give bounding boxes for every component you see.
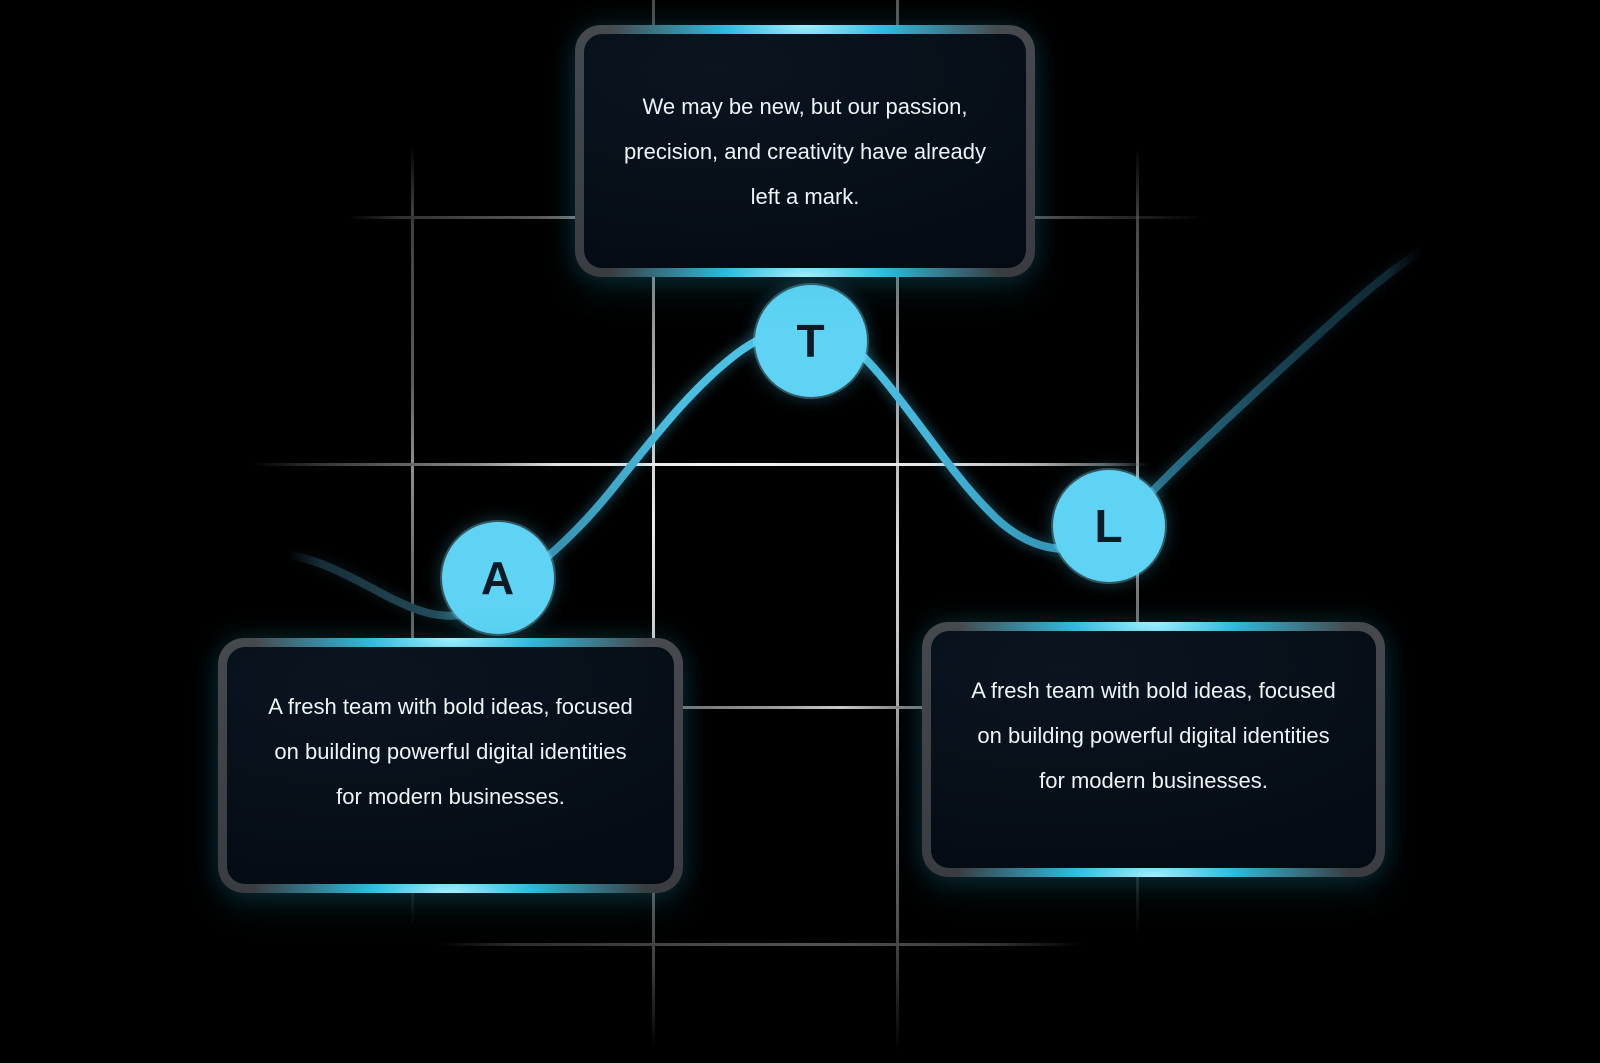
card-bottom-left: A fresh team with bold ideas, focused on… xyxy=(218,638,683,893)
card-text-line: A fresh team with bold ideas, focused xyxy=(971,678,1336,703)
card-text-line: A fresh team with bold ideas, focused xyxy=(268,694,633,719)
grid-line-horizontal-2 xyxy=(252,463,1150,466)
card-text-line: on building powerful digital identities xyxy=(977,723,1330,748)
card-bottom-right: A fresh team with bold ideas, focused on… xyxy=(922,622,1385,877)
grid-line-horizontal-3 xyxy=(636,706,966,709)
milestone-letter: L xyxy=(1094,500,1124,552)
card-bottom-right-body: A fresh team with bold ideas, focused on… xyxy=(931,631,1376,868)
card-text-line: precision, and creativity have already xyxy=(624,138,986,164)
milestone-node-a: A xyxy=(442,522,554,634)
card-text-line: We may be new, but our passion, xyxy=(642,93,968,119)
milestone-node-l: L xyxy=(1053,470,1165,582)
grid-line-horizontal-4 xyxy=(438,943,1083,946)
card-text-line: for modern businesses. xyxy=(1039,768,1268,793)
card-text-line: on building powerful digital identities xyxy=(274,739,627,764)
card-top: We may be new, but our passion, precisio… xyxy=(575,25,1035,277)
card-bottom-left-body: A fresh team with bold ideas, focused on… xyxy=(227,647,674,884)
milestone-letter: A xyxy=(480,552,516,604)
card-text-line: for modern businesses. xyxy=(336,784,565,809)
card-text-line: left a mark. xyxy=(750,183,860,209)
milestone-letter: T xyxy=(796,315,826,367)
milestone-node-t: T xyxy=(755,285,867,397)
card-top-body: We may be new, but our passion, precisio… xyxy=(584,34,1026,268)
